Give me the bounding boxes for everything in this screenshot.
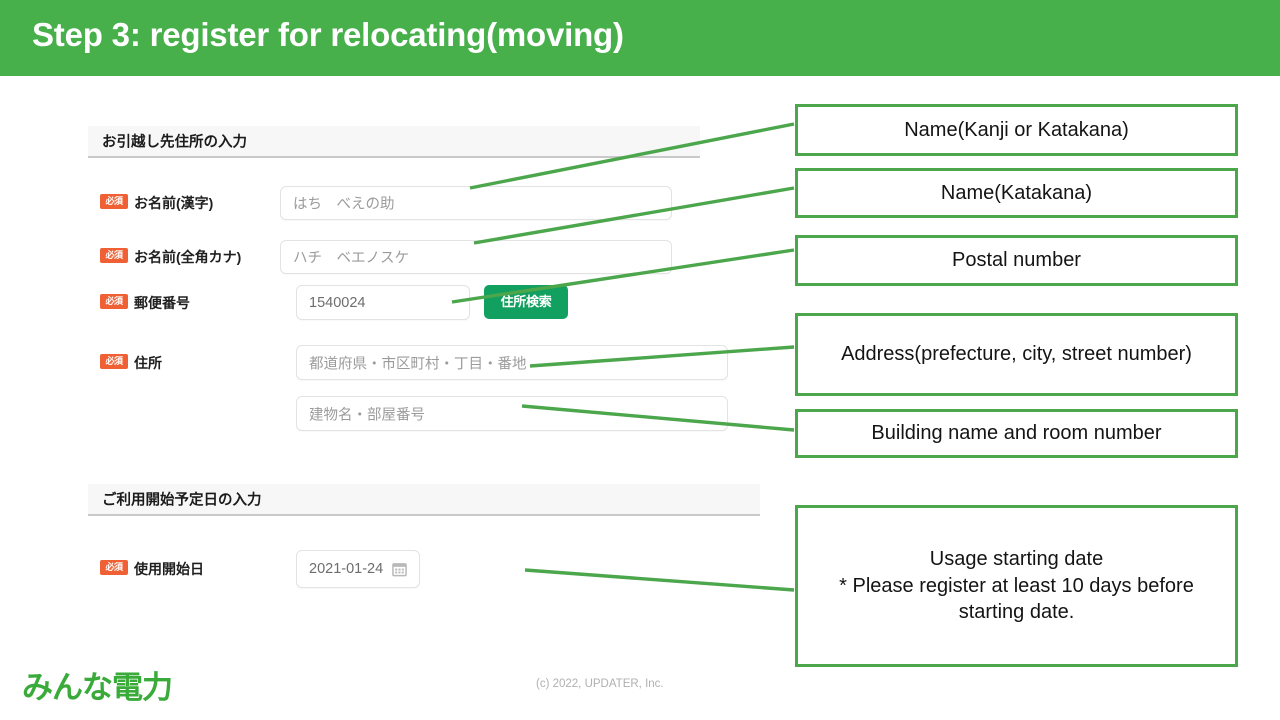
copyright-text: (c) 2022, UPDATER, Inc. <box>536 678 664 690</box>
annotation-postal-number: Postal number <box>795 235 1238 286</box>
section-header-start-date: ご利用開始予定日の入力 <box>88 484 760 516</box>
annotation-text: Postal number <box>952 249 1081 272</box>
section-title-start-date: ご利用開始予定日の入力 <box>102 492 262 509</box>
page-title: Step 3: register for relocating(moving) <box>32 16 624 53</box>
annotation-text: Address(prefecture, city, street number) <box>841 343 1192 366</box>
postal-code-value: 1540024 <box>309 294 366 311</box>
address-input[interactable]: 都道府県・市区町村・丁目・番地 <box>296 345 728 380</box>
annotation-text: Name(Kanji or Katakana) <box>904 118 1129 141</box>
start-date-input[interactable]: 2021-01-24 <box>296 550 420 588</box>
annotation-warning-text: * Please register at least 10 days befor… <box>839 574 1194 624</box>
name-kanji-input[interactable]: はち べえの助 <box>280 186 672 220</box>
required-badge: 必須 <box>100 248 128 263</box>
section-header-moving-address: お引越し先住所の入力 <box>88 126 700 158</box>
annotation-usage-start-date: Usage starting date * Please register at… <box>795 505 1238 667</box>
required-badge: 必須 <box>100 194 128 209</box>
header-banner: Step 3: register for relocating(moving) <box>0 0 1280 76</box>
calendar-icon[interactable] <box>392 562 407 577</box>
section-title-moving-address: お引越し先住所の入力 <box>102 134 247 151</box>
start-date-value: 2021-01-24 <box>309 561 384 577</box>
annotation-title-text: Usage starting date <box>929 548 1104 571</box>
annotation-address: Address(prefecture, city, street number) <box>795 313 1238 396</box>
annotation-building: Building name and room number <box>795 409 1238 458</box>
annotation-text: Building name and room number <box>871 422 1162 445</box>
name-kanji-placeholder: はち べえの助 <box>293 196 395 213</box>
brand-logo: みんな電力 <box>22 670 173 705</box>
name-katakana-placeholder: ハチ ベエノスケ <box>293 250 409 267</box>
annotation-name-kanji: Name(Kanji or Katakana) <box>795 104 1238 156</box>
field-label-name-katakana: お名前(全角カナ) <box>134 249 242 265</box>
building-input[interactable]: 建物名・部屋番号 <box>296 396 728 431</box>
required-badge: 必須 <box>100 560 128 575</box>
required-badge: 必須 <box>100 294 128 309</box>
name-katakana-input[interactable]: ハチ ベエノスケ <box>280 240 672 274</box>
annotation-name-katakana: Name(Katakana) <box>795 168 1238 218</box>
field-label-name-kanji: お名前(漢字) <box>134 195 214 211</box>
field-label-postal-code: 郵便番号 <box>134 295 190 311</box>
building-placeholder: 建物名・部屋番号 <box>309 407 425 423</box>
required-badge: 必須 <box>100 354 128 369</box>
address-search-button[interactable]: 住所検索 <box>484 285 568 319</box>
postal-code-input[interactable]: 1540024 <box>296 285 470 320</box>
registration-form-panel: お引越し先住所の入力 必須 お名前(漢字) はち べえの助 必須 お名前(全角カ… <box>88 126 768 606</box>
annotation-text: Name(Katakana) <box>940 181 1093 204</box>
field-label-address: 住所 <box>134 355 162 371</box>
field-label-start-date: 使用開始日 <box>134 561 204 577</box>
address-placeholder: 都道府県・市区町村・丁目・番地 <box>309 356 527 372</box>
